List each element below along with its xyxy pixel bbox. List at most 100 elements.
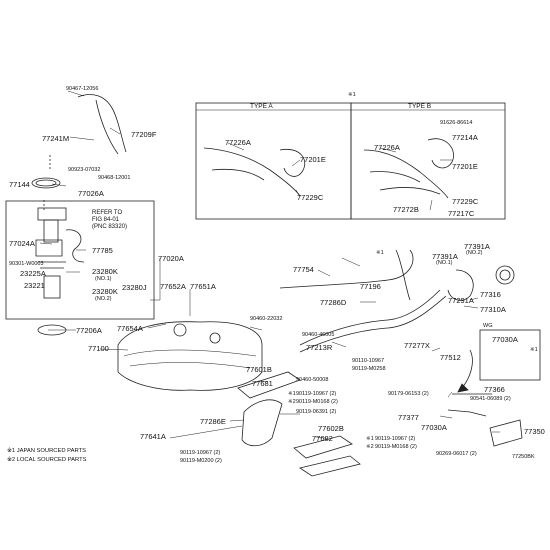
part-label-77654a: 77654A xyxy=(117,324,143,333)
part-label-77291a: 77291A xyxy=(448,296,474,305)
part-label-77641a: 77641A xyxy=(140,432,166,441)
part-label-90110-10967: 90110-10967 xyxy=(352,358,385,364)
wg-box xyxy=(479,329,541,381)
part-label-77213r: 77213R xyxy=(306,343,333,352)
type-a-hose xyxy=(203,147,301,197)
reference-note: REFER TO FIG 84-01 (PNC 83320) xyxy=(92,210,128,230)
part-label-23225a: 23225A xyxy=(20,269,46,278)
part-label-90269-06017: 90269-06017 (2) xyxy=(436,451,477,457)
type-b-box xyxy=(350,102,506,220)
part-label-77391a-1: 77391A xyxy=(464,242,490,251)
part-label-77754: 77754 xyxy=(293,265,314,274)
part-label-77226a-b: 77226A xyxy=(374,143,400,152)
part-label-77785: 77785 xyxy=(92,246,113,255)
part-label-90119-m0168-1: 90119-M0168 (2) xyxy=(296,399,338,405)
part-label-77144: 77144 xyxy=(9,180,30,189)
part-label-90119-m0168-2: 90119-M0168 (2) xyxy=(375,444,417,450)
part-label-77512: 77512 xyxy=(440,353,461,362)
part-label-77391a-2: 77391A xyxy=(432,252,458,261)
part-label-90179-06153: 90179-06153 (2) xyxy=(388,391,429,397)
part-label-77030a-2: 77030A xyxy=(421,423,447,432)
fuel-tank xyxy=(117,321,263,391)
part-label-77196: 77196 xyxy=(360,282,381,291)
wg-title: WG xyxy=(483,323,493,329)
ref-mark-1-top: ※1 xyxy=(348,92,356,98)
ref-mark-2-small-a: ※2 xyxy=(288,399,296,405)
part-label-77217c: 77217C xyxy=(448,209,475,218)
breather-tube xyxy=(279,249,414,289)
part-label-77681: 77681 xyxy=(252,379,273,388)
tank-band-1 xyxy=(237,371,301,399)
ref-mark-1-small-a: ※1 xyxy=(288,391,296,397)
part-label-77209f: 77209F xyxy=(131,130,157,139)
part-label-77652a: 77652A xyxy=(160,282,186,291)
type-a-title: TYPE A xyxy=(250,103,273,110)
type-b-hose xyxy=(363,149,449,199)
fuel-door xyxy=(489,419,523,447)
part-label-no2-b: (NO.2) xyxy=(466,250,483,256)
type-b-title: TYPE B xyxy=(408,103,432,110)
part-label-90119-m0200: 90119-M0200 (2) xyxy=(180,458,222,464)
part-label-77100: 77100 xyxy=(88,344,109,353)
filler-pipe xyxy=(299,289,441,346)
part-label-23221: 23221 xyxy=(24,281,45,290)
part-label-77241m: 77241M xyxy=(42,134,70,143)
pump-body xyxy=(43,275,61,299)
fuel-pump-box xyxy=(5,200,155,320)
part-label-90467-12056: 90467-12056 xyxy=(66,86,99,92)
part-label-77316: 77316 xyxy=(480,290,501,299)
part-label-77020a: 77020A xyxy=(158,254,184,263)
part-label-77682: 77682 xyxy=(312,434,333,443)
part-label-90923-07032: 90923-07032 xyxy=(68,167,101,173)
tank-band-3 xyxy=(293,435,361,477)
part-label-90460-22032: 90460-22032 xyxy=(250,316,283,322)
part-label-90119-10967-2: 90119-10967 (2) xyxy=(296,391,337,397)
part-label-90468-12001: 90468-12001 xyxy=(98,175,131,181)
part-label-23280j: 23280J xyxy=(122,283,147,292)
part-label-77026a: 77026A xyxy=(78,189,104,198)
part-label-no2-a: (NO.2) xyxy=(95,296,112,302)
part-label-77377: 77377 xyxy=(398,413,419,422)
type-a-neck xyxy=(279,148,306,177)
figure-code: 77250BK xyxy=(512,454,535,460)
type-b-neck xyxy=(427,138,454,169)
part-label-77286d: 77286D xyxy=(320,298,347,307)
ref-mark-1-mid: ※1 xyxy=(376,250,384,256)
part-label-77601b: 77601B xyxy=(246,365,272,374)
part-label-90541-06089: 90541-06089 (2) xyxy=(470,396,511,402)
part-label-77206a: 77206A xyxy=(76,326,102,335)
part-label-90460-50008: 90460-50008 xyxy=(296,377,329,383)
part-label-23280k-2: 23280K xyxy=(92,287,118,296)
part-label-77286e: 77286E xyxy=(200,417,226,426)
legend-local-sourced: ※2 LOCAL SOURCED PARTS xyxy=(7,457,87,463)
part-label-77024a: 77024A xyxy=(9,239,35,248)
part-label-77226a-a: 77226A xyxy=(225,138,251,147)
legend-japan-sourced: ※1 JAPAN SOURCED PARTS xyxy=(7,448,86,454)
part-label-77366: 77366 xyxy=(484,385,505,394)
ref-mark-1-wg: ※1 xyxy=(530,347,538,353)
part-label-77201e-a: 77201E xyxy=(300,155,326,164)
lock-ring xyxy=(31,177,61,189)
part-label-77272b: 77272B xyxy=(393,205,419,214)
filler-neck xyxy=(447,269,474,301)
part-label-77651a: 77651A xyxy=(190,282,216,291)
part-label-90119-10967-4: 90119-10967 (2) xyxy=(375,436,416,442)
part-label-77229c-b: 77229C xyxy=(452,197,479,206)
part-label-91626-86614: 91626-86614 xyxy=(440,120,473,126)
part-label-77277x: 77277X xyxy=(404,341,430,350)
part-label-90119-m0258: 90119-M0258 xyxy=(352,366,386,372)
pump-flange xyxy=(37,207,67,221)
part-label-90119-06391: 90119-06391 (2) xyxy=(296,409,337,415)
part-label-77229c-a: 77229C xyxy=(297,193,324,202)
part-label-23280k-1: 23280K xyxy=(92,267,118,276)
part-label-no1-b: (NO.1) xyxy=(436,260,453,266)
type-a-box xyxy=(195,102,352,220)
part-label-77030a-1: 77030A xyxy=(492,335,518,344)
tank-band-2 xyxy=(241,399,283,447)
pump-harness xyxy=(65,229,85,263)
ref-mark-2-small-b: ※2 xyxy=(366,444,374,450)
part-label-90119-10967-3: 90119-10967 (2) xyxy=(180,450,221,456)
ref-mark-1-small-b: ※1 xyxy=(366,436,374,442)
part-label-77350: 77350 xyxy=(524,427,545,436)
